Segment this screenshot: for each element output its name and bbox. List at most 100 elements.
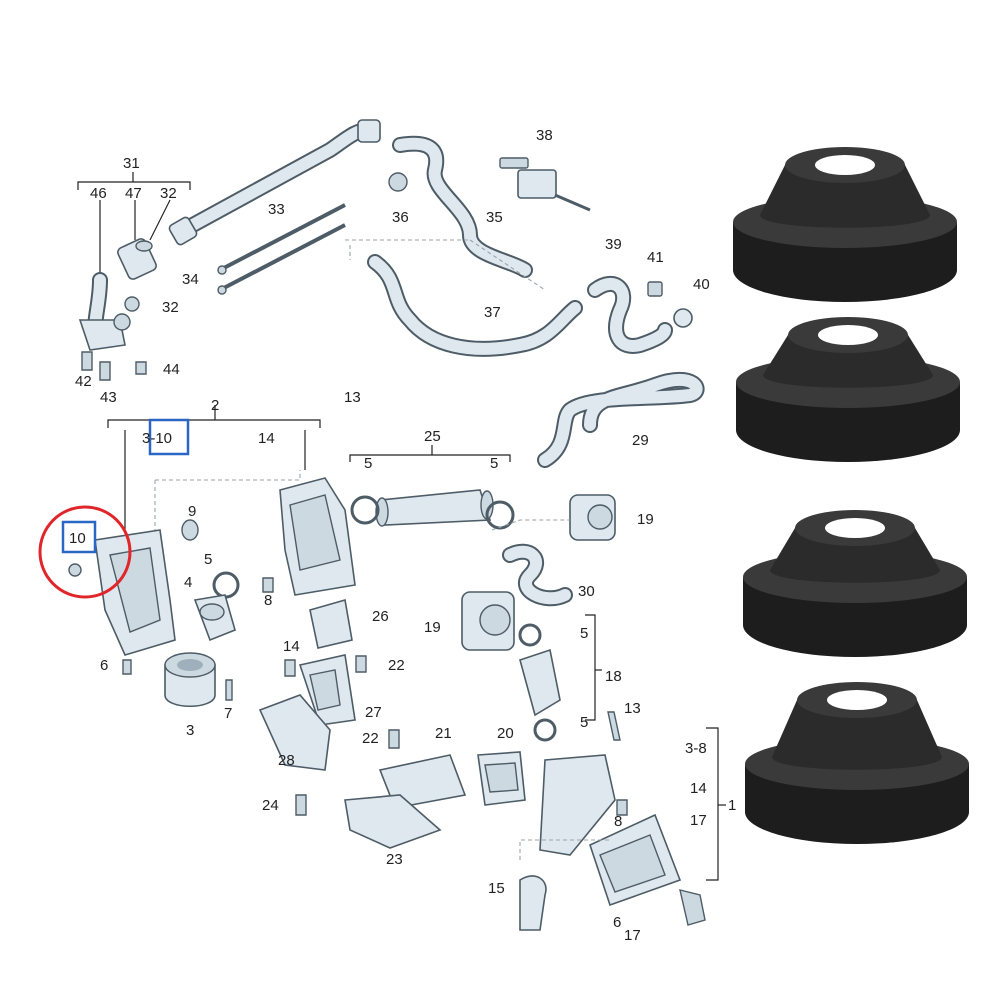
screws-42-44 [81, 351, 147, 381]
callout-5-b: 5 [490, 455, 498, 472]
callout-40: 40 [693, 276, 710, 293]
rubber-mount-3 [743, 510, 967, 657]
hose-33 [168, 119, 381, 246]
callout-23: 23 [386, 851, 403, 868]
callout-34: 34 [182, 271, 199, 288]
part-38-valve [499, 157, 591, 212]
callout-22-low: 22 [362, 730, 379, 747]
clamp-5-left [212, 571, 240, 599]
callout-47: 47 [125, 185, 142, 202]
hose-39 [587, 276, 693, 354]
callout-3: 3 [186, 722, 194, 739]
part-19-upper [569, 494, 616, 541]
callout-22-top: 22 [388, 657, 405, 674]
callout-4: 4 [184, 574, 192, 591]
part-4-elbow [193, 594, 236, 642]
rubber-mount-4 [745, 682, 969, 844]
callout-5-e: 5 [580, 714, 588, 731]
part-46-elbow-bracket [78, 272, 140, 351]
air-filter-housing-upper [262, 477, 356, 596]
callout-28: 28 [278, 752, 295, 769]
callout-27: 27 [365, 704, 382, 721]
callout-36: 36 [392, 209, 409, 226]
callout-labels: 31 46 47 32 33 38 36 35 34 32 39 41 40 3… [69, 127, 736, 944]
callout-14-mid: 14 [283, 638, 300, 655]
hose-37 [367, 254, 583, 357]
callout-10: 10 [69, 530, 86, 547]
callout-9: 9 [188, 503, 196, 520]
part-27 [298, 654, 356, 726]
callout-14-right: 14 [690, 780, 707, 797]
callout-42: 42 [75, 373, 92, 390]
callout-37: 37 [484, 304, 501, 321]
part-47-connector [117, 238, 157, 280]
hose-30 [502, 543, 573, 607]
hose-29 [537, 371, 705, 468]
highlight-circle [38, 505, 132, 599]
part-28 [258, 694, 331, 771]
callout-43: 43 [100, 389, 117, 406]
callout-32-top: 32 [160, 185, 177, 202]
rubber-mount-1 [733, 147, 957, 302]
callout-17-bottom: 17 [624, 927, 641, 944]
callout-13-mid: 13 [624, 700, 641, 717]
callout-5-d: 5 [580, 625, 588, 642]
screw-24 [295, 794, 307, 816]
callout-5-c: 5 [204, 551, 212, 568]
callout-2: 2 [211, 397, 219, 414]
callout-1: 1 [728, 797, 736, 814]
callout-5-a: 5 [364, 455, 372, 472]
part-9-grommet [181, 519, 199, 541]
screw-7 [225, 679, 233, 701]
air-filter-housing-lower [68, 405, 321, 656]
callout-25: 25 [424, 428, 441, 445]
air-filter-housing-right [519, 754, 706, 931]
callout-21: 21 [435, 725, 452, 742]
intake-duct-25 [349, 445, 515, 530]
callout-35: 35 [486, 209, 503, 226]
callout-39: 39 [605, 236, 622, 253]
callout-24: 24 [262, 797, 279, 814]
callout-17-right: 17 [690, 812, 707, 829]
callout-33: 33 [268, 201, 285, 218]
part-20 [477, 751, 526, 806]
callout-14-top: 14 [258, 430, 275, 447]
callout-31: 31 [123, 155, 140, 172]
callout-3-8: 3-8 [685, 740, 707, 757]
callout-38: 38 [536, 127, 553, 144]
callout-6-left: 6 [100, 657, 108, 674]
screw-22b [388, 729, 400, 749]
callout-13-top: 13 [344, 389, 361, 406]
part-19-throttle-body [461, 591, 542, 651]
callout-8-right: 8 [614, 813, 622, 830]
callout-44: 44 [163, 361, 180, 378]
callout-15: 15 [488, 880, 505, 897]
highlight-box-10 [61, 520, 97, 554]
screw-13-lower [607, 711, 621, 741]
part-3-filter [164, 652, 216, 707]
callout-32-mid: 32 [162, 299, 179, 316]
callout-26: 26 [372, 608, 389, 625]
callout-18: 18 [605, 668, 622, 685]
callout-19-lower: 19 [424, 619, 441, 636]
cable-ties-34 [217, 203, 346, 295]
part-26 [309, 598, 353, 649]
callout-7: 7 [224, 705, 232, 722]
part-23 [344, 794, 442, 849]
callout-8-left: 8 [264, 592, 272, 609]
highlight-box-3-10 [148, 418, 190, 456]
screw-6-left [122, 659, 132, 675]
part-18-bellow [519, 648, 561, 742]
rubber-mount-2 [736, 317, 960, 462]
callout-6-right: 6 [613, 914, 621, 931]
callout-3-10: 3-10 [142, 430, 172, 447]
callout-30: 30 [578, 583, 595, 600]
callout-19-top: 19 [637, 511, 654, 528]
callout-20: 20 [497, 725, 514, 742]
crankcase-ventilation-group [77, 119, 693, 381]
callout-29: 29 [632, 432, 649, 449]
screw-22a [355, 655, 367, 673]
hose-35 [388, 135, 533, 278]
screw-14 [284, 659, 296, 677]
